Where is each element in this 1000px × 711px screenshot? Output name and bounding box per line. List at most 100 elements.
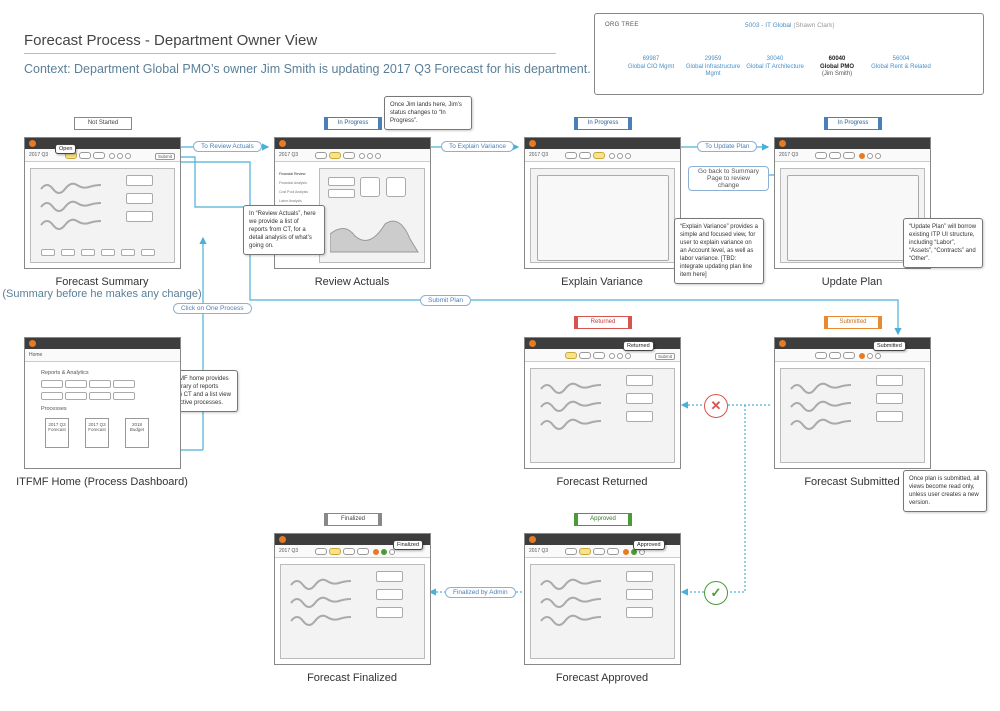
status-tag-in-progress: In Progress <box>574 117 632 130</box>
report-menu-item[interactable]: Cost Pool Analysis <box>279 190 308 194</box>
trend-lines-icon <box>540 578 602 626</box>
org-node-name: Global Rent & Related <box>871 63 931 70</box>
status-tag-not-started: Not Started <box>74 117 132 130</box>
app-logo-icon <box>529 140 536 147</box>
screen-forecast-approved[interactable]: 2017 Q3 Approved <box>524 533 681 665</box>
report-menu-item[interactable]: Labor Analysis <box>279 199 302 203</box>
org-node-code: 29959 <box>704 56 722 62</box>
process-type: Budget <box>129 427 145 432</box>
org-tree-label: ORG TREE <box>605 22 639 28</box>
status-tag-submitted: Submitted <box>824 316 882 329</box>
breadcrumb: Home <box>25 349 180 362</box>
page-title: Forecast Process - Department Owner View <box>24 32 318 49</box>
caption-forecast-finalized: Forecast Finalized <box>307 672 397 684</box>
process-bar <box>775 349 930 362</box>
org-node-rent[interactable]: 56004 Global Rent & Related <box>870 56 932 71</box>
approved-body <box>530 564 675 659</box>
label-click-one-process: Click on One Process <box>173 303 252 314</box>
process-type: Forecast <box>48 427 66 432</box>
status-tag-approved: Approved <box>574 513 632 526</box>
caption-title: Forecast Summary <box>55 276 149 288</box>
status-badge-open: Open <box>55 144 77 154</box>
org-node-pmo[interactable]: 60040 Global PMO (Jim Smith) <box>806 56 868 79</box>
app-logo-icon <box>779 340 786 347</box>
area-chart-icon <box>330 220 419 253</box>
app-bar <box>775 338 930 349</box>
process-bar: 2017 Q3 <box>275 149 430 162</box>
status-badge-returned: Returned <box>623 341 654 351</box>
org-node-arch[interactable]: 30040 Global IT Architecture <box>744 56 806 71</box>
note-explain-variance: “Explain Variance” provides a simple and… <box>674 218 764 284</box>
trend-lines-icon <box>540 382 602 430</box>
period-label: 2017 Q3 <box>529 152 549 158</box>
process-type: Forecast <box>88 427 106 432</box>
app-bar <box>25 138 180 149</box>
org-node-infra[interactable]: 29959 Global Infrastructure Mgmt <box>682 56 744 79</box>
caption-subtitle: (Summary before he makes any change) <box>2 288 202 300</box>
context-text: Context: Department Global PMO’s owner J… <box>24 62 591 76</box>
breadcrumb-home[interactable]: Home <box>29 352 43 358</box>
app-bar <box>775 138 930 149</box>
process-bar: Submit <box>525 349 680 362</box>
org-node-name: Global PMO <box>819 63 854 70</box>
process-period: 2018 <box>131 422 142 427</box>
label-to-review-actuals: To Review Actuals <box>193 141 262 152</box>
report-menu-item[interactable]: Financial Review <box>279 172 306 176</box>
app-bar <box>525 338 680 349</box>
screen-forecast-summary[interactable]: 2017 Q3 Submit Open <box>24 137 181 269</box>
trend-lines-icon <box>40 182 102 230</box>
org-node-owner: (Jim Smith) <box>821 71 853 77</box>
org-node-name: Global CIO Mgmt <box>627 63 675 70</box>
label-back-to-summary: Go back to Summary Page to review change <box>688 166 769 191</box>
app-bar <box>25 338 180 349</box>
app-logo-icon <box>29 340 36 347</box>
app-logo-icon <box>779 140 786 147</box>
section-processes: Processes <box>41 406 67 412</box>
status-tag-finalized: Finalized <box>324 513 382 526</box>
app-bar <box>275 534 430 545</box>
org-root-owner: (Shawn Clark) <box>793 22 835 29</box>
period-label: 2017 Q3 <box>29 152 49 158</box>
reject-icon: ✕ <box>704 394 728 418</box>
caption-forecast-returned: Forecast Returned <box>556 476 648 488</box>
org-tree-root[interactable]: 5003 - IT Global (Shawn Clark) <box>745 22 835 29</box>
screen-explain-variance[interactable]: 2017 Q3 <box>524 137 681 269</box>
org-node-code: 69987 <box>642 56 660 62</box>
status-badge-finalized: Finalized <box>393 540 424 550</box>
status-tag-in-progress: In Progress <box>324 117 382 130</box>
submit-button[interactable]: Submit <box>154 153 175 160</box>
org-node-name: Global IT Architecture <box>746 63 804 70</box>
note-submitted: Once plan is submitted, all views become… <box>903 470 987 512</box>
status-tag-in-progress: In Progress <box>824 117 882 130</box>
submitted-body <box>780 368 925 463</box>
period-label: 2017 Q3 <box>779 152 799 158</box>
app-logo-icon <box>529 536 536 543</box>
process-bar: 2017 Q3 <box>525 149 680 162</box>
screen-review-actuals[interactable]: 2017 Q3 Financial Review Financial Analy… <box>274 137 431 269</box>
period-label: 2017 Q3 <box>529 548 549 554</box>
screen-update-plan[interactable]: 2017 Q3 <box>774 137 931 269</box>
screen-forecast-finalized[interactable]: 2017 Q3 Finalized <box>274 533 431 665</box>
caption-review-actuals: Review Actuals <box>314 276 390 288</box>
note-review-actuals: In “Review Actuals”, here we provide a l… <box>243 205 325 255</box>
app-bar <box>525 534 680 545</box>
returned-body <box>530 368 675 463</box>
plan-table <box>780 168 925 263</box>
screen-forecast-returned[interactable]: Submit Returned <box>524 337 681 469</box>
org-node-cio[interactable]: 69987 Global CIO Mgmt <box>620 56 682 71</box>
screen-itfmf-home[interactable]: Home Reports & Analytics Processes 2017 … <box>24 337 181 469</box>
trend-lines-icon <box>790 382 852 430</box>
approve-check-icon: ✓ <box>704 581 728 605</box>
app-bar <box>275 138 430 149</box>
app-bar <box>525 138 680 149</box>
screen-forecast-submitted[interactable]: Submitted <box>774 337 931 469</box>
period-label: 2017 Q3 <box>279 548 299 554</box>
variance-table <box>530 168 675 263</box>
report-menu-item[interactable]: Financial Analysis <box>279 181 307 185</box>
org-root-code: 5003 - IT Global <box>745 22 792 29</box>
arrow-approved <box>680 405 746 596</box>
submit-button[interactable]: Submit <box>654 353 675 360</box>
